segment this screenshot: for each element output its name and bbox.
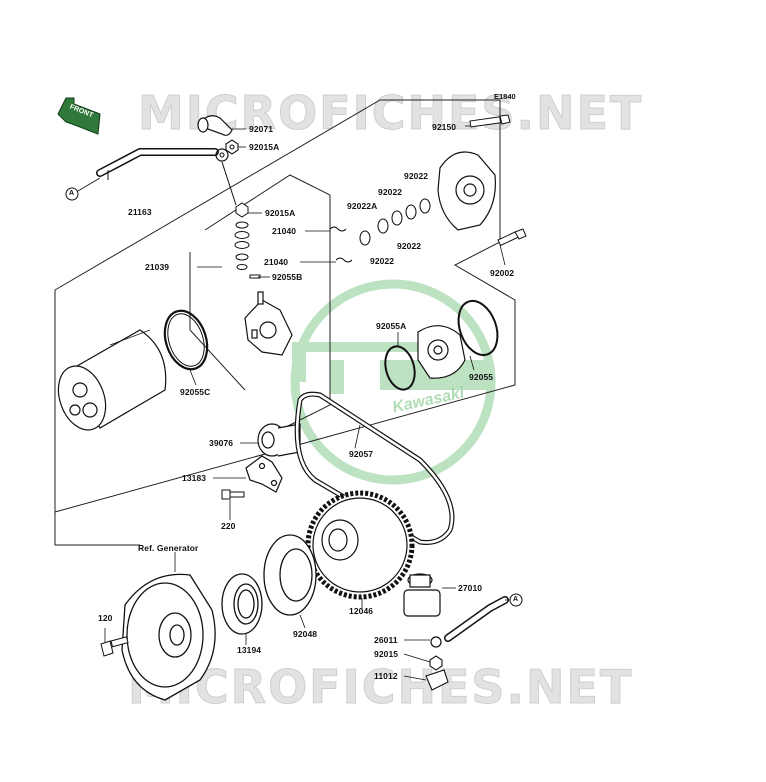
part-label[interactable]: 13183	[182, 473, 207, 483]
part-label[interactable]: 92022A	[347, 201, 378, 211]
part-label[interactable]: 11012	[374, 671, 398, 681]
connector-a-marker	[65, 187, 79, 201]
part-label[interactable]: 21040	[264, 257, 289, 267]
part-label[interactable]: 92015	[374, 649, 399, 659]
part-label[interactable]: 92055B	[272, 272, 303, 282]
part-label[interactable]: 92002	[490, 268, 515, 278]
part-label[interactable]: 12046	[349, 606, 374, 616]
brush-springs	[329, 226, 353, 263]
nut-icon	[429, 655, 443, 671]
nut-icon	[225, 139, 239, 155]
watermark-bottom: MICROFICHES.NET	[127, 660, 634, 715]
starter-clutch	[257, 423, 301, 457]
part-label[interactable]: 92022	[370, 256, 395, 266]
part-label[interactable]: 26011	[374, 635, 398, 645]
part-label[interactable]: 39076	[209, 438, 234, 448]
part-label[interactable]: 92022	[397, 241, 422, 251]
part-label[interactable]: 13194	[237, 645, 262, 655]
starter-end-cover	[437, 151, 497, 231]
terminal-cap	[197, 115, 233, 136]
part-label[interactable]: 92015A	[265, 208, 296, 218]
part-label[interactable]: 220	[221, 521, 236, 531]
bolt-icon	[497, 228, 527, 247]
o-ring	[457, 299, 499, 357]
brush-stack	[234, 202, 261, 279]
part-label[interactable]: 92057	[349, 449, 374, 459]
washers	[359, 198, 431, 246]
part-label[interactable]: 92048	[293, 629, 318, 639]
part-label[interactable]: 92055	[469, 372, 494, 382]
starter-frame	[54, 99, 516, 513]
part-label[interactable]: 92022	[378, 187, 403, 197]
part-label[interactable]: 21039	[145, 262, 170, 272]
brush-frame	[204, 174, 331, 431]
part-label[interactable]: 27010	[458, 583, 483, 593]
o-ring	[163, 309, 209, 371]
starter-motor	[57, 329, 167, 431]
bolt-icon	[100, 636, 129, 657]
part-label[interactable]: 92071	[249, 124, 274, 134]
part-label[interactable]: 120	[98, 613, 113, 623]
gear-housing	[417, 325, 466, 379]
starter-cable	[96, 148, 237, 206]
front-arrow-icon	[57, 97, 101, 135]
ref-generator-label: Ref. Generator	[138, 543, 199, 553]
flywheel	[121, 573, 216, 701]
terminal-cap	[425, 669, 449, 691]
starter-relay	[403, 573, 441, 617]
bracket	[245, 455, 283, 493]
leader-lines	[77, 125, 512, 681]
one-way-clutch	[221, 573, 263, 635]
part-label[interactable]: 21040	[272, 226, 297, 236]
connector-a-label: A	[69, 190, 75, 197]
diagram-code: E1840	[494, 92, 516, 101]
part-label[interactable]: 92055C	[180, 387, 211, 397]
sprocket	[305, 490, 415, 600]
relay-cable	[430, 596, 509, 648]
part-label[interactable]: 92055A	[376, 321, 407, 331]
bolt-icon	[469, 114, 511, 128]
part-label[interactable]: 92150	[432, 122, 457, 132]
o-ring	[384, 345, 416, 391]
connector-a-label: A	[513, 596, 519, 603]
brush-plate	[244, 291, 293, 356]
starter-gear	[263, 534, 317, 616]
part-label[interactable]: 92015A	[249, 142, 280, 152]
connector-a-marker	[509, 593, 523, 607]
bolt-icon	[221, 489, 245, 500]
part-label[interactable]: 21163	[128, 207, 152, 217]
part-label[interactable]: 92022	[404, 171, 429, 181]
